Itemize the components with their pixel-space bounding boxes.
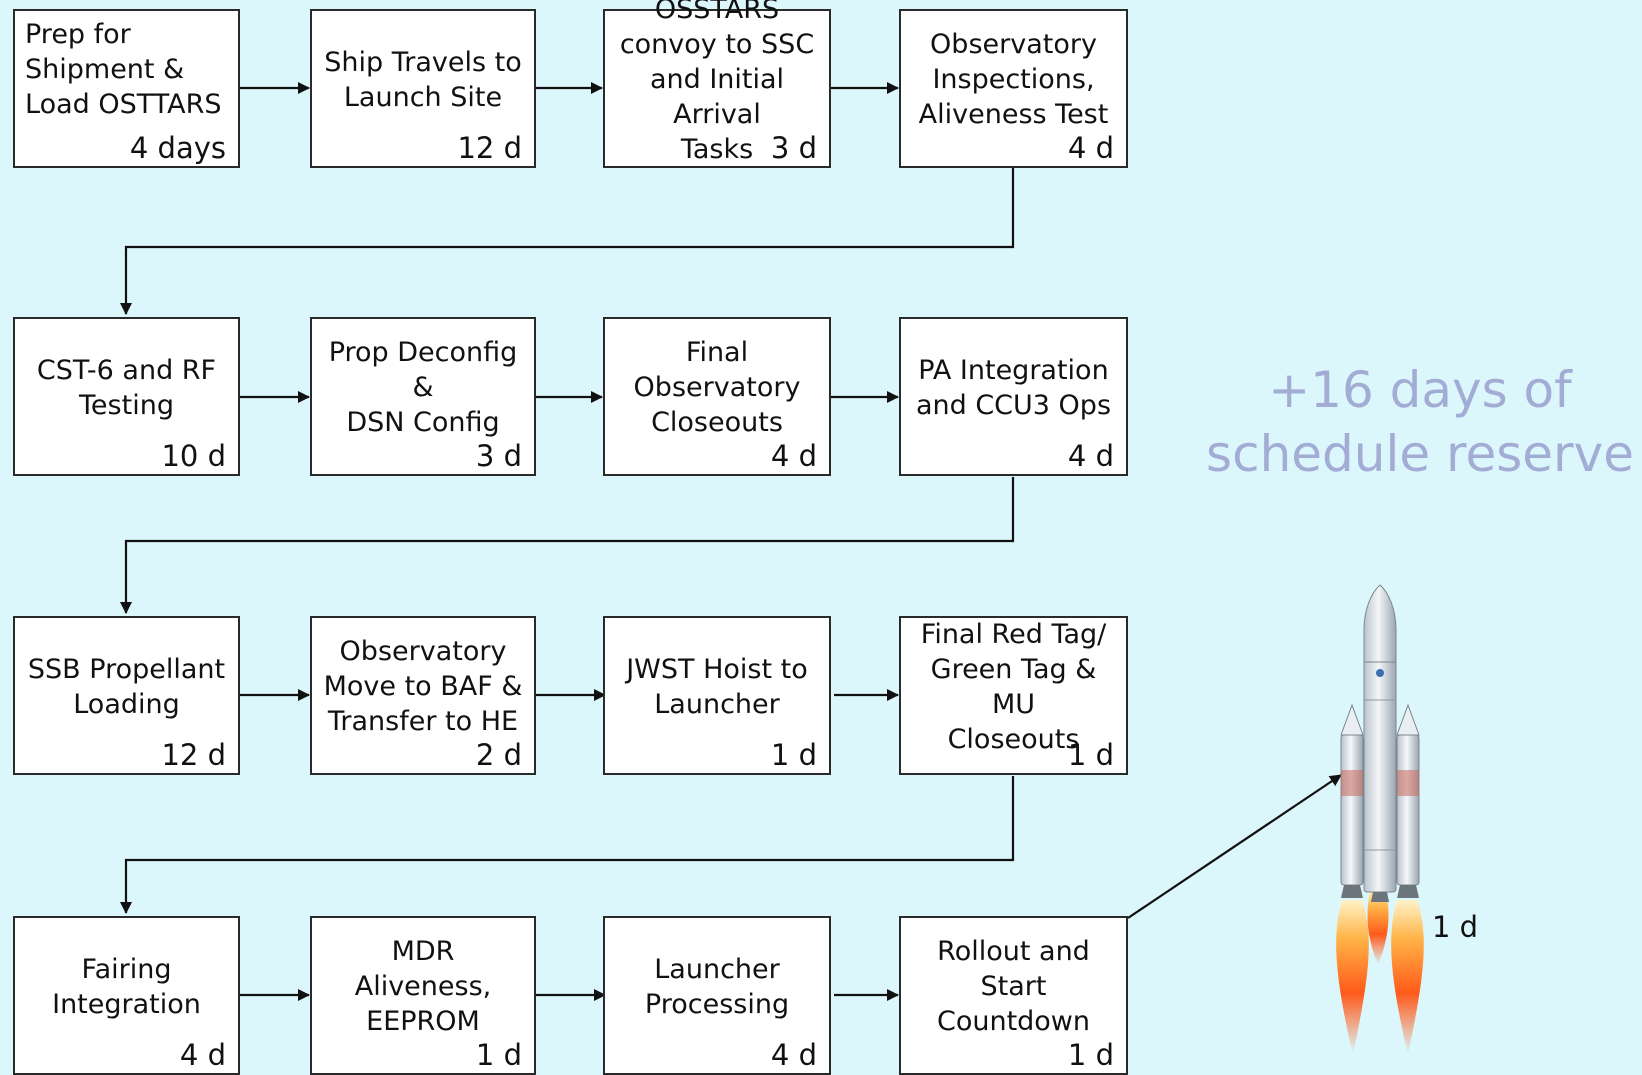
task-box: CST-6 and RF Testing 10 d [13, 317, 240, 476]
task-label: Observatory Inspections, Aliveness Test [918, 29, 1109, 130]
task-label: Final Red Tag/ Green Tag & MU Closeouts [920, 618, 1107, 755]
task-duration: 4 d [770, 439, 817, 473]
task-box: Ship Travels to Launch Site 12 d [310, 9, 536, 168]
task-label: JWST Hoist to Launcher [626, 653, 808, 720]
task-label: Ship Travels to Launch Site [324, 46, 522, 113]
task-label: Launcher Processing [644, 953, 790, 1020]
task-label: OSSTARS convoy to SSC and Initial Arriva… [619, 0, 815, 165]
launch-arrow [1127, 774, 1342, 919]
task-duration: 1 d [770, 738, 817, 772]
task-duration: 4 d [770, 1038, 817, 1072]
task-label: Prop Deconfig & DSN Config [328, 337, 518, 438]
task-label: CST-6 and RF Testing [36, 354, 217, 421]
task-box: OSSTARS convoy to SSC and Initial Arriva… [603, 0, 831, 168]
task-label: Rollout and Start Countdown [936, 936, 1091, 1037]
task-label: Prep for Shipment & Load OSTTARS [25, 19, 222, 120]
task-label: MDR Aliveness, EEPROM [354, 936, 492, 1037]
booster-right [1396, 734, 1420, 886]
task-label: SSB Propellant Loading [27, 653, 226, 720]
task-duration: 12 d [161, 738, 226, 772]
flame [1391, 900, 1424, 1055]
task-box: Observatory Move to BAF & Transfer to HE… [310, 616, 536, 775]
task-duration: 1 d [1067, 738, 1114, 772]
launch-duration: 1 d [1432, 910, 1479, 944]
rocket-icon [1336, 584, 1424, 1055]
task-label: Observatory Move to BAF & Transfer to HE [323, 636, 523, 737]
task-duration: 4 d [1067, 131, 1114, 165]
task-duration: 1 d [475, 1038, 522, 1072]
task-label: Final Observatory Closeouts [633, 337, 801, 438]
task-duration: 3 d [770, 131, 817, 165]
task-duration: 3 d [475, 439, 522, 473]
task-box: JWST Hoist to Launcher 1 d [603, 616, 831, 775]
task-duration: 4 d [1067, 439, 1114, 473]
wrap-connector [120, 776, 1015, 914]
task-duration: 10 d [161, 439, 226, 473]
rocket-core [1363, 659, 1397, 893]
task-duration: 12 d [457, 131, 522, 165]
schedule-reserve-text: +16 days of schedule reserve [1206, 361, 1634, 483]
booster-left [1340, 734, 1364, 886]
task-label: PA Integration and CCU3 Ops [915, 354, 1112, 421]
wrap-connector [120, 477, 1015, 614]
flow-connectors [120, 82, 1342, 1001]
flame [1336, 900, 1369, 1055]
task-duration: 4 days [129, 131, 226, 165]
flame [1367, 888, 1389, 965]
task-duration: 4 d [179, 1038, 226, 1072]
task-box: SSB Propellant Loading 12 d [13, 616, 240, 775]
rocket-fairing [1363, 584, 1397, 663]
task-duration: 1 d [1067, 1038, 1114, 1072]
task-box: Fairing Integration 4 d [13, 916, 240, 1075]
task-duration: 2 d [475, 738, 522, 772]
task-label: Fairing Integration [52, 953, 201, 1020]
task-box: Prep for Shipment & Load OSTTARS 4 days [13, 9, 240, 168]
wrap-connector [120, 167, 1015, 315]
task-box: Launcher Processing 4 d [603, 916, 831, 1075]
task-box: PA Integration and CCU3 Ops 4 d [899, 317, 1128, 476]
